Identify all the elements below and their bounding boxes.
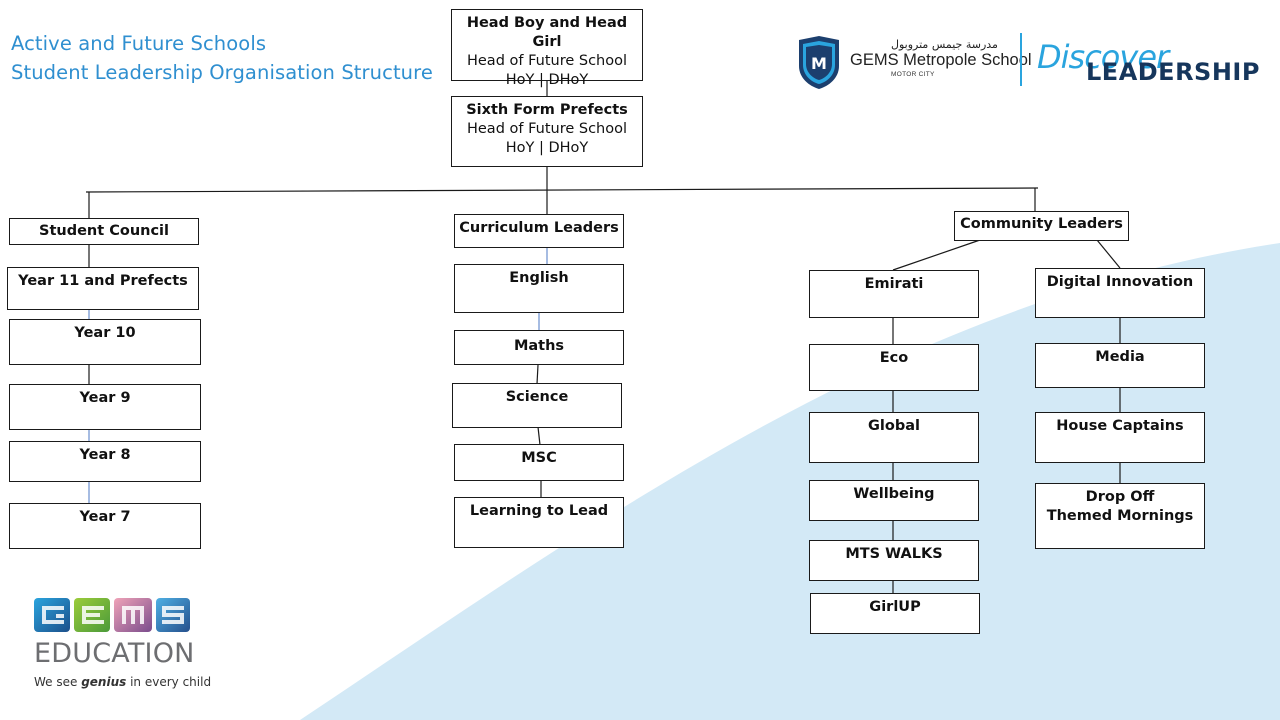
- school-name-arabic: مدرسة جيمس متروبول: [891, 38, 998, 51]
- community-leaders-title: Community Leaders: [960, 216, 1123, 232]
- curriculum-item-label: Science: [505, 389, 569, 405]
- tagline-emphasis: genius: [81, 675, 127, 689]
- community-left-item: Global: [809, 412, 979, 463]
- student-council-title: Student Council: [39, 223, 169, 239]
- community-right-item: Media: [1035, 343, 1205, 388]
- curriculum-item-label: MSC: [521, 450, 557, 466]
- student-council-item-label: Year 8: [79, 447, 131, 463]
- brand-divider: [1020, 33, 1022, 86]
- head-boy-girl-line3: HoY | DHoY: [505, 72, 589, 88]
- community-item-label: Wellbeing: [853, 486, 935, 502]
- gems-logo-icon: [34, 598, 190, 632]
- curriculum-item: English: [454, 264, 624, 313]
- community-left-item: Emirati: [809, 270, 979, 318]
- sixth-form-line2: Head of Future School: [466, 121, 628, 137]
- head-boy-girl-line2: Head of Future School: [466, 53, 628, 69]
- community-item-label: Themed Mornings: [1046, 508, 1194, 524]
- community-item-label: MTS WALKS: [845, 546, 943, 562]
- head-boy-girl-title: Head Boy and Head Girl: [466, 15, 628, 50]
- sixth-form-prefects-box: Sixth Form Prefects Head of Future Schoo…: [451, 96, 643, 167]
- community-leaders-box: Community Leaders: [954, 211, 1129, 241]
- community-left-item: MTS WALKS: [809, 540, 979, 581]
- student-council-item: Year 9: [9, 384, 201, 430]
- community-left-item: GirlUP: [810, 593, 980, 634]
- school-name: GEMS Metropole School: [850, 51, 1032, 69]
- tagline-prefix: We see: [34, 675, 82, 689]
- crest-letter: M: [811, 54, 827, 73]
- chart-title-line-2: Student Leadership Organisation Structur…: [11, 61, 433, 84]
- community-item-label: Global: [868, 418, 920, 434]
- curriculum-item: Science: [452, 383, 622, 428]
- school-location: MOTOR CITY: [891, 71, 935, 78]
- community-item-label: Digital Innovation: [1046, 274, 1194, 290]
- curriculum-leaders-title: Curriculum Leaders: [459, 220, 619, 236]
- student-council-item-label: Year 9: [79, 390, 131, 406]
- student-council-box: Student Council: [9, 218, 199, 245]
- community-item-label: GirlUP: [869, 599, 921, 615]
- tagline-suffix: in every child: [126, 675, 212, 689]
- curriculum-item-label: Maths: [513, 338, 565, 354]
- curriculum-item: Maths: [454, 330, 624, 365]
- leadership-wordmark: LEADERSHIP: [1086, 58, 1260, 86]
- student-council-item: Year 11 and Prefects: [7, 267, 199, 310]
- curriculum-item-label: Learning to Lead: [469, 503, 609, 519]
- sixth-form-line3: HoY | DHoY: [505, 140, 589, 156]
- curriculum-leaders-box: Curriculum Leaders: [454, 214, 624, 248]
- community-left-item: Eco: [809, 344, 979, 391]
- curriculum-item-label: English: [509, 270, 569, 286]
- community-right-item: Drop Off Themed Mornings: [1035, 483, 1205, 549]
- community-item-label: Eco: [879, 350, 909, 366]
- community-item-label: Drop Off: [1085, 489, 1155, 505]
- student-council-item-label: Year 7: [79, 509, 131, 525]
- gems-tagline: We see genius in every child: [34, 675, 211, 689]
- community-right-item: Digital Innovation: [1035, 268, 1205, 318]
- student-council-item: Year 8: [9, 441, 201, 482]
- head-boy-girl-box: Head Boy and Head Girl Head of Future Sc…: [451, 9, 643, 88]
- community-item-label: Emirati: [864, 276, 924, 292]
- student-council-item: Year 10: [9, 319, 201, 365]
- community-left-item: Wellbeing: [809, 480, 979, 521]
- student-council-item-label: Year 10: [74, 325, 136, 341]
- student-council-item-label: Year 11 and Prefects: [18, 273, 188, 289]
- curriculum-item: MSC: [454, 444, 624, 481]
- school-crest-icon: M: [799, 36, 839, 89]
- sixth-form-title: Sixth Form Prefects: [466, 102, 628, 118]
- chart-title-line-1: Active and Future Schools: [11, 32, 267, 55]
- gems-education-wordmark: EDUCATION: [34, 638, 195, 669]
- community-item-label: Media: [1095, 349, 1145, 365]
- student-council-item: Year 7: [9, 503, 201, 549]
- community-right-item: House Captains: [1035, 412, 1205, 463]
- community-item-label: House Captains: [1056, 418, 1184, 434]
- discover-wordmark: Discover: [1037, 38, 1169, 76]
- curriculum-item: Learning to Lead: [454, 497, 624, 548]
